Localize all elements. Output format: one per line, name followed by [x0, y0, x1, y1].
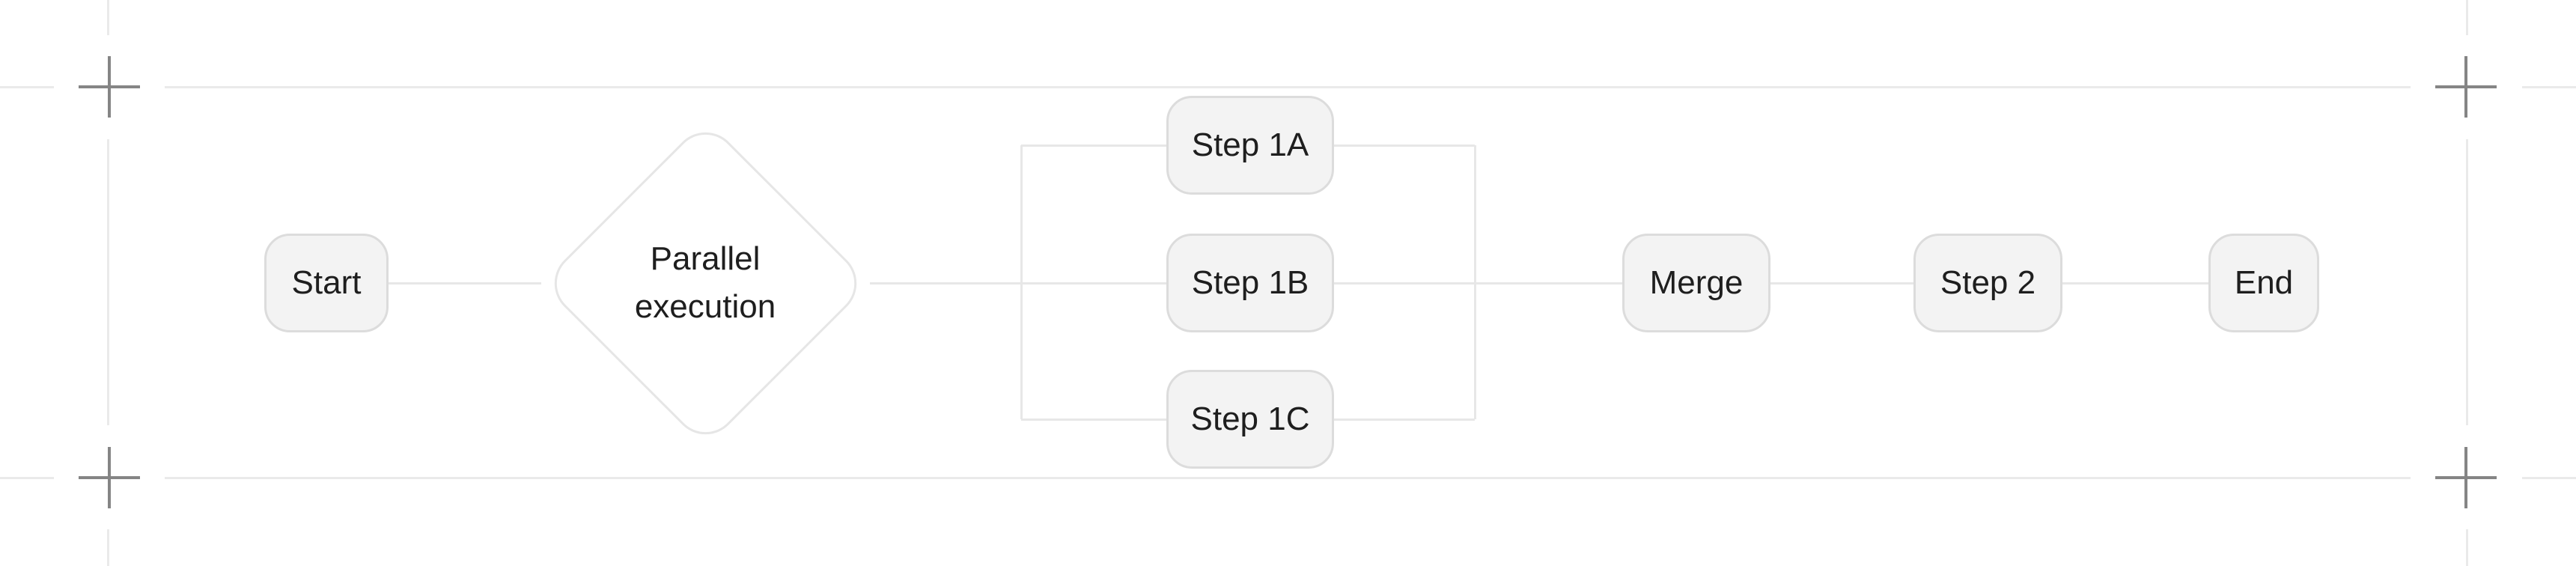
guide-line: [165, 477, 2411, 479]
flow-connector: [1021, 418, 1166, 421]
flow-node-label: Step 1B: [1191, 264, 1309, 301]
flow-node-label: Step 1C: [1190, 401, 1310, 437]
flow-node-label: Step 1A: [1191, 127, 1309, 163]
flow-node-step-1c[interactable]: Step 1C: [1166, 370, 1334, 469]
flow-node-end[interactable]: End: [2208, 234, 2319, 332]
crop-mark-vertical: [108, 447, 111, 508]
crop-mark-vertical: [2464, 447, 2467, 508]
guide-line: [2522, 477, 2576, 479]
guide-line: [0, 85, 54, 88]
guide-line: [2522, 85, 2576, 88]
guide-line: [106, 0, 109, 35]
flow-node-start[interactable]: Start: [264, 234, 389, 332]
guide-line: [2466, 529, 2468, 566]
flow-node-label: End: [2234, 264, 2294, 301]
guide-line: [106, 529, 109, 566]
flow-connector: [1020, 145, 1023, 419]
flow-connector: [1473, 145, 1476, 419]
flow-node-label: Step 2: [1940, 264, 2036, 301]
flow-node-label-line: Parallel: [650, 240, 761, 277]
guide-line: [0, 477, 54, 479]
flow-node-step-1a[interactable]: Step 1A: [1166, 96, 1334, 195]
flow-connector: [870, 282, 1166, 284]
crop-mark-vertical: [2464, 56, 2467, 118]
flow-node-label: Parallel execution: [541, 235, 870, 331]
flow-connector: [1334, 282, 1622, 284]
flow-connector: [1021, 144, 1166, 147]
guide-line: [165, 85, 2411, 88]
flow-connector: [389, 282, 541, 284]
flow-connector: [1770, 282, 1913, 284]
guide-line: [2466, 139, 2468, 425]
crop-mark-vertical: [108, 56, 111, 118]
flow-connector: [1334, 418, 1475, 421]
flow-connector: [2062, 282, 2208, 284]
guide-line: [106, 139, 109, 425]
flow-node-label: Merge: [1649, 264, 1744, 301]
flow-node-merge[interactable]: Merge: [1622, 234, 1770, 332]
flow-node-label: Start: [291, 264, 362, 301]
flow-node-label-line: execution: [634, 288, 776, 325]
flow-connector: [1334, 144, 1475, 147]
guide-line: [2466, 0, 2468, 35]
flow-node-step-1b[interactable]: Step 1B: [1166, 234, 1334, 332]
flow-node-step-2[interactable]: Step 2: [1913, 234, 2062, 332]
